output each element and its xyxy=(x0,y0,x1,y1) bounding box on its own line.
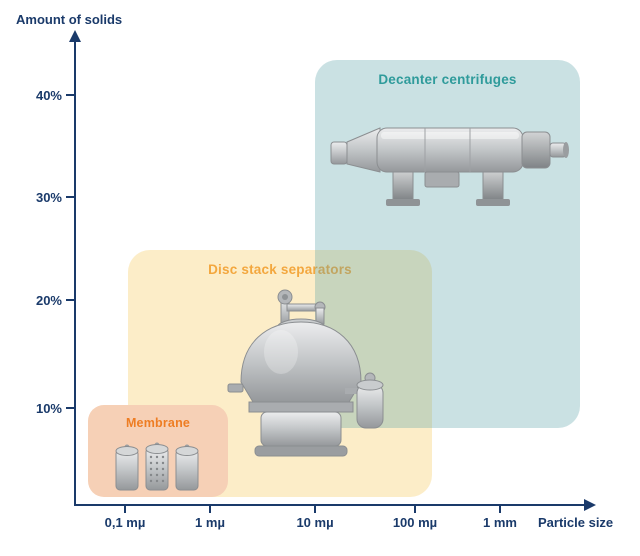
x-axis-arrow xyxy=(584,499,596,511)
x-tick-label-01mu: 0,1 mµ xyxy=(104,515,146,530)
y-tick-label-40: 40% xyxy=(35,88,62,103)
x-axis-title: Particle size xyxy=(538,515,614,530)
region-label-disc-stack-separators: Disc stack separators xyxy=(208,262,352,277)
x-tick-label-10mu: 10 mµ xyxy=(296,515,334,530)
x-tick-label-1mu: 1 mµ xyxy=(195,515,225,530)
y-axis-arrow xyxy=(69,30,81,42)
disc-stack-separator-illustration xyxy=(227,289,384,457)
y-tick-label-10: 10% xyxy=(35,401,62,416)
membrane-cartridges-illustration xyxy=(115,442,199,491)
region-label-decanter-centrifuges: Decanter centrifuges xyxy=(378,72,517,87)
x-tick-label-100mu: 100 mµ xyxy=(392,515,438,530)
decanter-centrifuge-illustration xyxy=(330,127,569,206)
y-tick-label-30: 30% xyxy=(35,190,62,205)
region-label-membrane: Membrane xyxy=(125,416,191,430)
y-tick-label-20: 20% xyxy=(35,293,62,308)
y-axis-title: Amount of solids xyxy=(16,12,123,27)
x-tick-label-1mm: 1 mm xyxy=(483,515,517,530)
